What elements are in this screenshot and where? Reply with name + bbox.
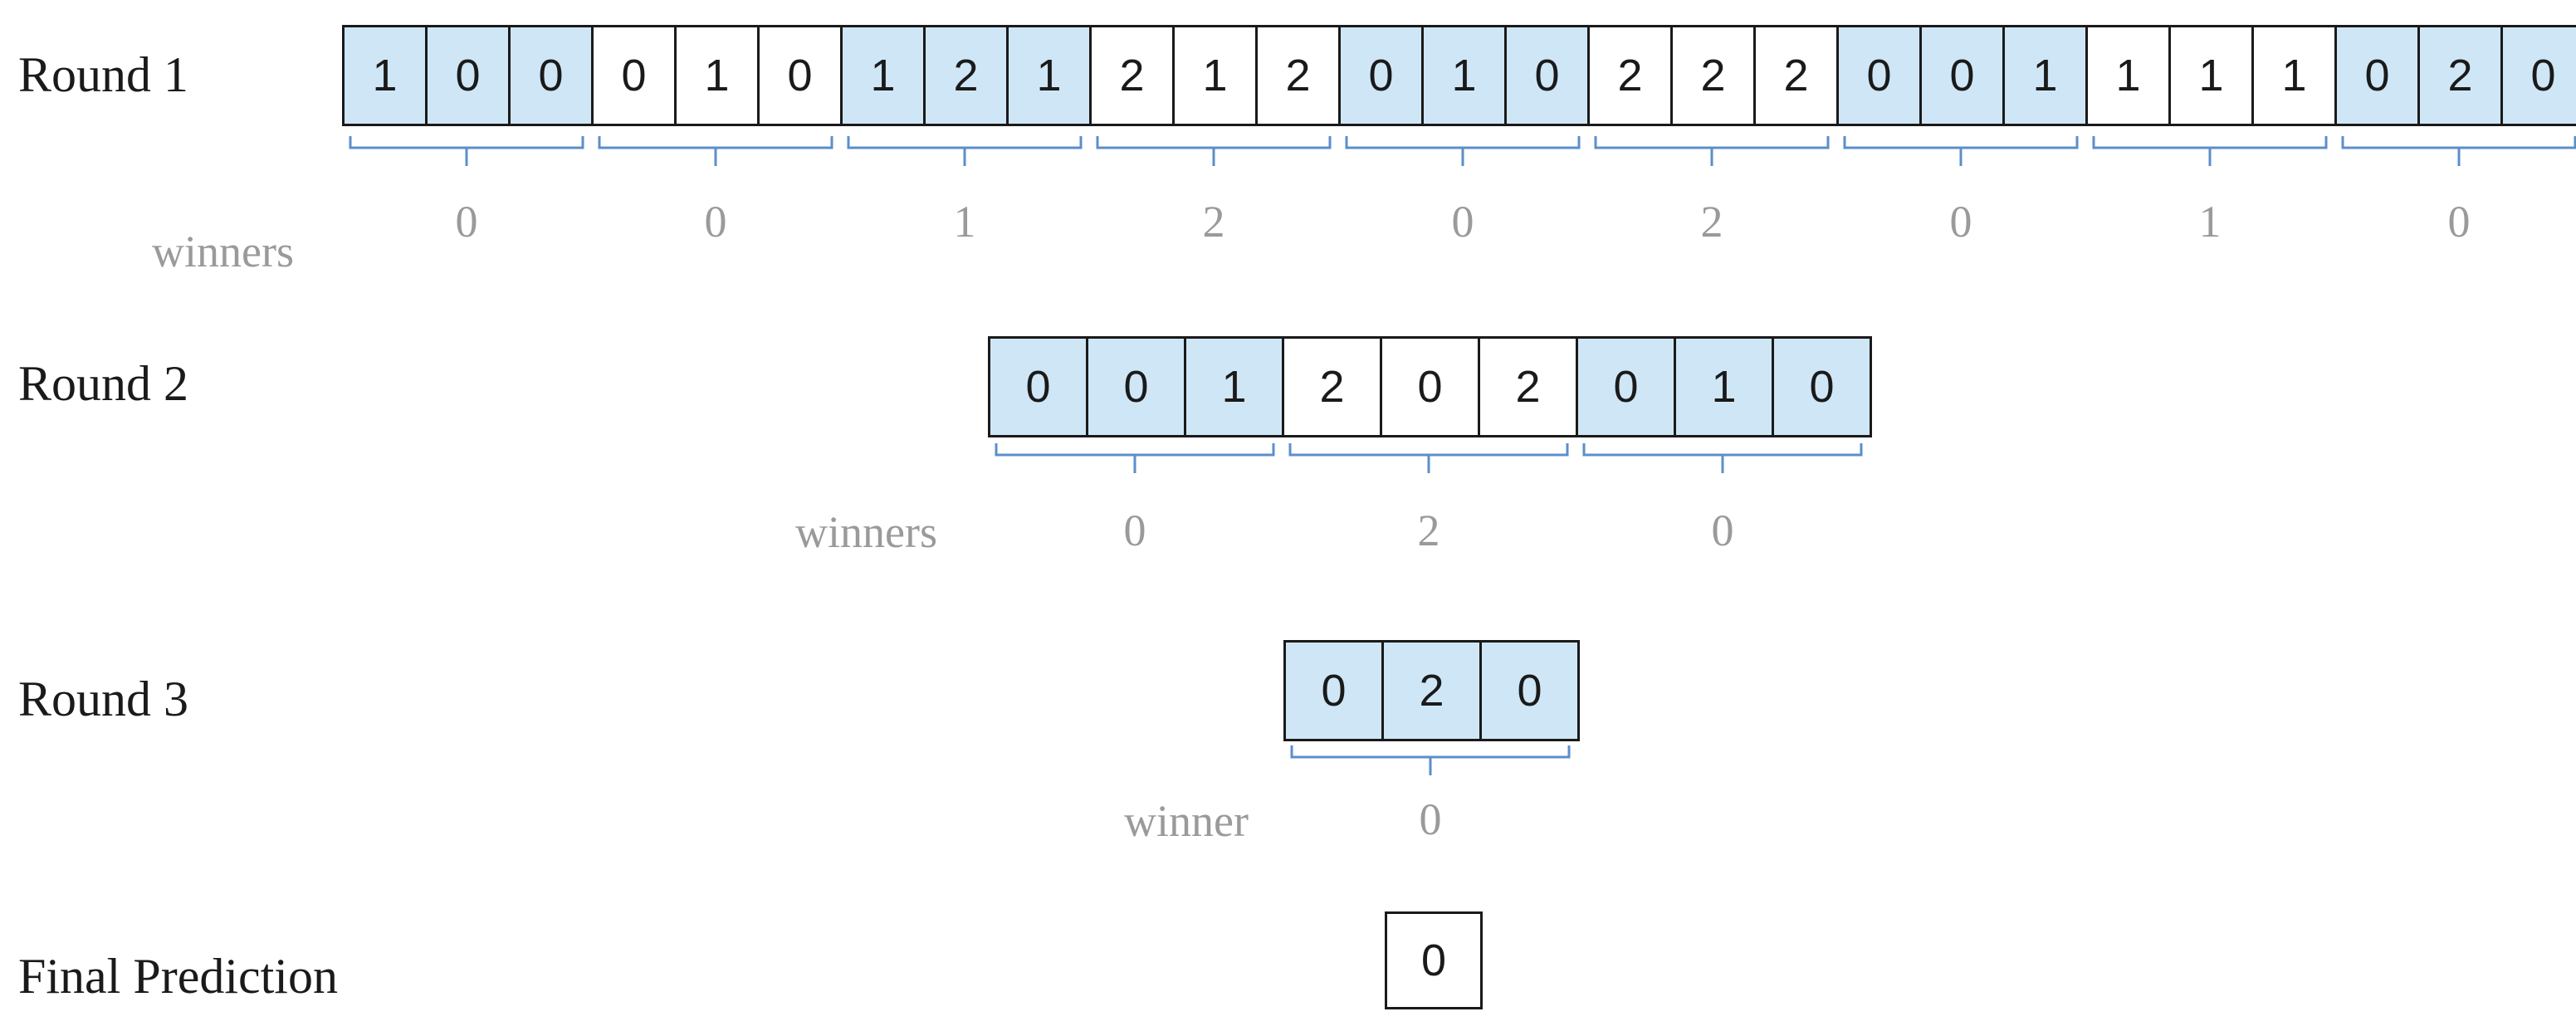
- group-winner-value: 0: [455, 197, 478, 247]
- round-3-winner-label: winner: [1124, 796, 1249, 846]
- group-bracket: [1843, 136, 2079, 166]
- group-bracket: [2341, 136, 2576, 166]
- round-2-winners-label: winners: [795, 507, 937, 557]
- group-winner-value: 0: [1451, 197, 1474, 247]
- round-1-label: Round 1: [18, 47, 189, 102]
- group-winner-value: 0: [2447, 197, 2471, 247]
- group-bracket: [349, 136, 584, 166]
- group-winner-value: 0: [1123, 506, 1146, 555]
- group-bracket: [847, 136, 1083, 166]
- vote-cell: 0: [1283, 640, 1384, 741]
- vote-cell: 1: [1184, 336, 1284, 437]
- vote-cell: 0: [425, 25, 511, 126]
- vote-cell: 1: [840, 25, 926, 126]
- group-winner-value: 2: [1202, 197, 1225, 247]
- vote-cell: 1: [1421, 25, 1507, 126]
- group-winner-value: 2: [1417, 506, 1440, 555]
- vote-cell: 0: [1772, 336, 1872, 437]
- vote-cell: 0: [1919, 25, 2005, 126]
- vote-cell: 2: [1587, 25, 1673, 126]
- vote-cell: 1: [1172, 25, 1258, 126]
- group-winner-value: 0: [1711, 506, 1734, 555]
- vote-cell: 0: [1576, 336, 1676, 437]
- vote-cell: 0: [591, 25, 677, 126]
- group-bracket: [1594, 136, 1830, 166]
- round-2-label: Round 2: [18, 356, 189, 411]
- vote-cell: 0: [1479, 640, 1580, 741]
- vote-cell: 1: [2002, 25, 2088, 126]
- group-winner-value: 2: [1700, 197, 1723, 247]
- group-bracket: [1096, 136, 1332, 166]
- final-prediction-label: Final Prediction: [18, 949, 338, 1004]
- vote-cell: 2: [1753, 25, 1839, 126]
- vote-cell: 1: [342, 25, 428, 126]
- vote-cell: 0: [508, 25, 594, 126]
- vote-cell: 0: [757, 25, 843, 126]
- round-1-winners-label: winners: [152, 227, 294, 276]
- vote-cell: 1: [2251, 25, 2337, 126]
- vote-cell: 2: [2417, 25, 2503, 126]
- vote-cell: 2: [1670, 25, 1756, 126]
- vote-cell: 0: [2500, 25, 2576, 126]
- vote-cell: 0: [1338, 25, 1424, 126]
- group-bracket: [598, 136, 833, 166]
- vote-cell: 0: [1086, 336, 1186, 437]
- group-bracket: [1288, 443, 1569, 473]
- group-bracket: [1290, 745, 1571, 775]
- group-winner-value: 1: [2198, 197, 2222, 247]
- vote-cell: 2: [1255, 25, 1341, 126]
- group-winner-value: 0: [1419, 794, 1442, 844]
- group-bracket: [2092, 136, 2328, 166]
- vote-cell: 2: [923, 25, 1009, 126]
- final-prediction-box: 0: [1385, 911, 1483, 1009]
- group-bracket: [1345, 136, 1581, 166]
- group-bracket: [995, 443, 1275, 473]
- group-winner-value: 0: [1949, 197, 1972, 247]
- group-winner-value: 1: [953, 197, 976, 247]
- vote-cell: 2: [1089, 25, 1175, 126]
- vote-cell: 1: [1674, 336, 1774, 437]
- vote-cell: 0: [2334, 25, 2420, 126]
- vote-cell: 0: [988, 336, 1088, 437]
- vote-cell: 1: [1006, 25, 1092, 126]
- group-winner-value: 0: [704, 197, 727, 247]
- round-3-label: Round 3: [18, 672, 189, 726]
- group-bracket: [1582, 443, 1863, 473]
- vote-cell: 0: [1504, 25, 1590, 126]
